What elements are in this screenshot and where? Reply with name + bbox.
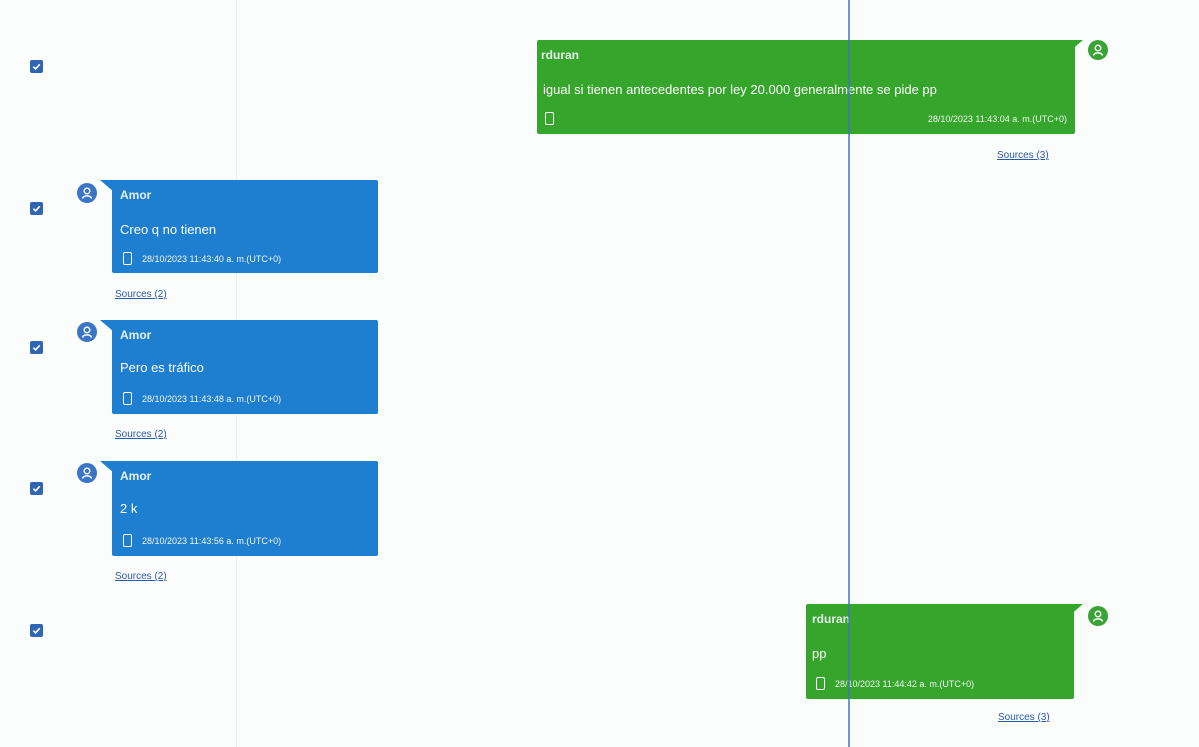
checkbox-checked-icon [32, 344, 41, 351]
sources-link[interactable]: Sources (2) [115, 429, 167, 440]
message-timestamp: 28/10/2023 11:43:04 a. m.(UTC+0) [927, 113, 1067, 124]
message-checkbox[interactable] [30, 482, 43, 495]
message-checkbox[interactable] [30, 60, 43, 73]
message-meta: 28/10/2023 11:43:56 a. m.(UTC+0) [123, 534, 281, 547]
user-avatar-icon [77, 322, 97, 342]
bubble-tail [100, 461, 114, 473]
user-avatar-icon [1088, 606, 1108, 626]
message-checkbox[interactable] [30, 624, 43, 637]
message-text: Pero es tráfico [120, 360, 204, 375]
message-bubble-incoming[interactable]: Amor Creo q no tienen 28/10/2023 11:43:4… [112, 180, 378, 273]
user-avatar-icon [77, 183, 97, 203]
message-bubble-outgoing[interactable]: rduran igual si tienen antecedentes por … [537, 40, 1075, 134]
bubble-tail [100, 320, 114, 332]
message-timestamp: 28/10/2023 11:43:48 a. m.(UTC+0) [142, 393, 282, 404]
sources-link[interactable]: Sources (3) [997, 150, 1049, 161]
sources-link[interactable]: Sources (3) [998, 712, 1050, 723]
checkbox-checked-icon [32, 63, 41, 70]
sources-link[interactable]: Sources (2) [115, 571, 167, 582]
bubble-tail [100, 180, 114, 192]
message-meta: 28/10/2023 11:43:40 a. m.(UTC+0) [123, 252, 281, 265]
checkbox-checked-icon [32, 627, 41, 634]
phone-device-icon [123, 392, 132, 405]
phone-device-icon [123, 534, 132, 547]
bubble-tail [1069, 604, 1083, 616]
sender-name: rduran [812, 612, 851, 626]
message-meta: 28/10/2023 11:43:04 a. m.(UTC+0) [545, 112, 1067, 125]
message-text: 2 k [120, 501, 138, 516]
phone-device-icon [545, 112, 554, 125]
sender-name: Amor [120, 469, 152, 483]
sender-name: Amor [120, 188, 152, 202]
sources-link[interactable]: Sources (2) [115, 289, 167, 300]
message-timestamp: 28/10/2023 11:43:40 a. m.(UTC+0) [142, 253, 282, 264]
user-avatar-icon [77, 463, 97, 483]
checkbox-checked-icon [32, 205, 41, 212]
message-meta: 28/10/2023 11:44:42 a. m.(UTC+0) [816, 677, 974, 690]
message-text: igual si tienen antecedentes por ley 20.… [543, 82, 937, 97]
checkbox-checked-icon [32, 485, 41, 492]
bubble-tail [1069, 40, 1083, 52]
user-avatar-icon [1088, 40, 1108, 60]
sender-name: Amor [120, 328, 152, 342]
timeline-divider [848, 0, 850, 747]
message-checkbox[interactable] [30, 341, 43, 354]
message-meta: 28/10/2023 11:43:48 a. m.(UTC+0) [123, 392, 281, 405]
message-bubble-incoming[interactable]: Amor Pero es tráfico 28/10/2023 11:43:48… [112, 320, 378, 414]
message-text: Creo q no tienen [120, 222, 217, 237]
message-timestamp: 28/10/2023 11:43:56 a. m.(UTC+0) [142, 535, 282, 546]
phone-device-icon [123, 252, 132, 265]
message-bubble-incoming[interactable]: Amor 2 k 28/10/2023 11:43:56 a. m.(UTC+0… [112, 461, 378, 556]
message-checkbox[interactable] [30, 202, 43, 215]
message-timestamp: 28/10/2023 11:44:42 a. m.(UTC+0) [835, 678, 975, 689]
phone-device-icon [816, 677, 825, 690]
sender-name: rduran [541, 48, 580, 62]
message-bubble-outgoing[interactable]: rduran pp 28/10/2023 11:44:42 a. m.(UTC+… [806, 604, 1074, 699]
message-text: pp [812, 646, 827, 661]
